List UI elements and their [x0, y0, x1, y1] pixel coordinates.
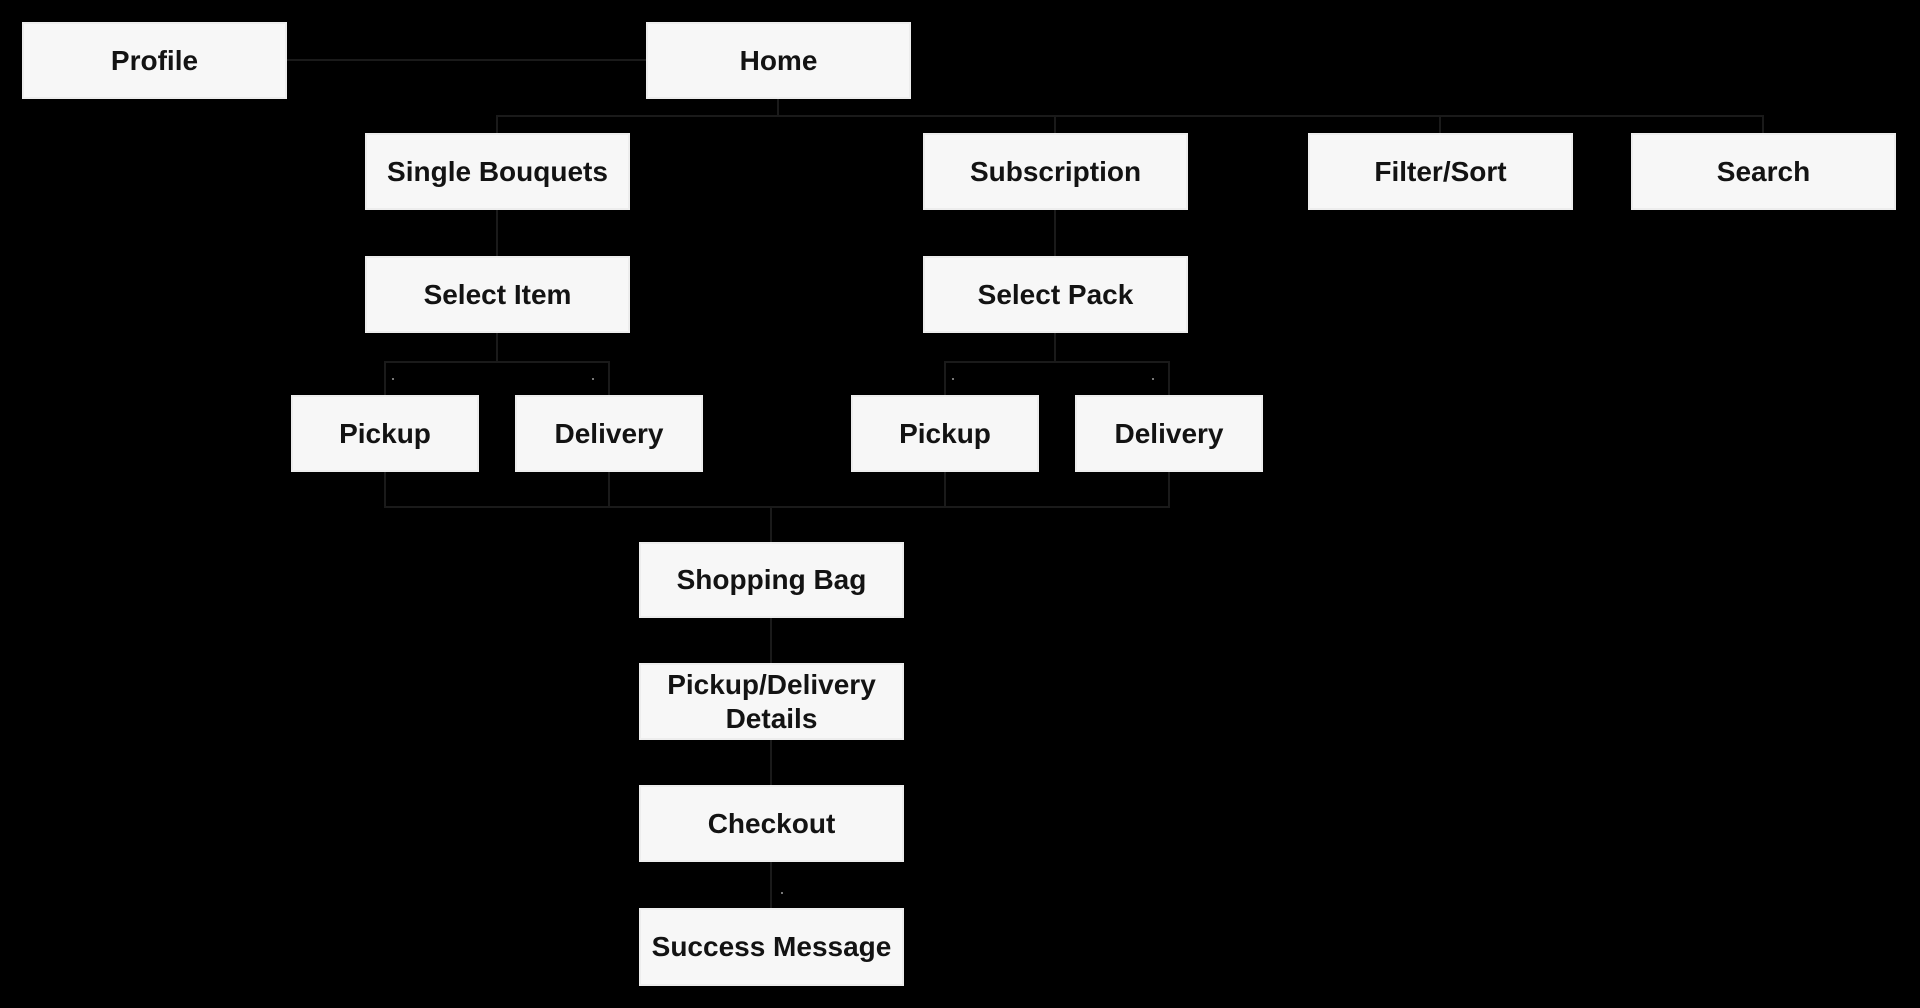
node-pickup-single[interactable]: Pickup	[291, 395, 479, 472]
arrowhead-dot	[392, 378, 394, 380]
connector-home-search	[778, 115, 1764, 133]
node-home-label: Home	[739, 44, 818, 76]
arrowhead-dot	[781, 892, 783, 894]
connector-pickup-single-shopping-bag	[384, 472, 771, 508]
node-pickup-subscription[interactable]: Pickup	[851, 395, 1039, 472]
node-pickup-single-label: Pickup	[339, 417, 431, 449]
node-search[interactable]: Search	[1631, 133, 1896, 210]
node-delivery-subscription[interactable]: Delivery	[1075, 395, 1263, 472]
node-subscription-label: Subscription	[969, 155, 1142, 187]
node-shopping-bag-label: Shopping Bag	[676, 564, 867, 596]
node-success-message[interactable]: Success Message	[639, 908, 904, 986]
node-profile-label: Profile	[110, 44, 199, 76]
node-filter-sort[interactable]: Filter/Sort	[1308, 133, 1573, 210]
arrowhead-dot	[1152, 378, 1154, 380]
node-success-message-label: Success Message	[651, 931, 892, 963]
node-delivery-single[interactable]: Delivery	[515, 395, 703, 472]
node-checkout[interactable]: Checkout	[639, 785, 904, 862]
node-filter-sort-label: Filter/Sort	[1374, 155, 1507, 187]
node-single-bouquets-label: Single Bouquets	[387, 155, 608, 187]
node-pickup-subscription-label: Pickup	[899, 417, 991, 449]
connector-home-filter-sort	[778, 115, 1441, 133]
connector-select-item-delivery	[497, 361, 610, 395]
node-select-pack[interactable]: Select Pack	[923, 256, 1188, 333]
node-pickup-delivery-details[interactable]: Pickup/Delivery Details	[639, 663, 904, 740]
node-subscription[interactable]: Subscription	[923, 133, 1188, 210]
node-shopping-bag[interactable]: Shopping Bag	[639, 542, 904, 618]
node-search-label: Search	[1716, 155, 1811, 187]
node-single-bouquets[interactable]: Single Bouquets	[365, 133, 630, 210]
arrowhead-dot	[952, 378, 954, 380]
node-profile[interactable]: Profile	[22, 22, 287, 99]
node-select-item[interactable]: Select Item	[365, 256, 630, 333]
node-select-item-label: Select Item	[423, 278, 572, 310]
node-pickup-delivery-details-label: Pickup/Delivery Details	[667, 669, 876, 734]
node-checkout-label: Checkout	[707, 807, 836, 839]
connector-select-pack-pickup	[944, 333, 1056, 395]
connector-select-pack-delivery	[1055, 361, 1170, 395]
node-delivery-subscription-label: Delivery	[1114, 417, 1224, 449]
node-select-pack-label: Select Pack	[977, 278, 1134, 310]
arrowhead-dot	[592, 378, 594, 380]
connector-select-item-pickup	[384, 333, 498, 395]
connector-home-subscription	[778, 115, 1056, 133]
connector-delivery-subscription-shopping-bag	[771, 472, 1170, 508]
node-home[interactable]: Home	[646, 22, 911, 99]
node-delivery-single-label: Delivery	[554, 417, 664, 449]
connector-home-single-bouquets	[496, 99, 779, 133]
